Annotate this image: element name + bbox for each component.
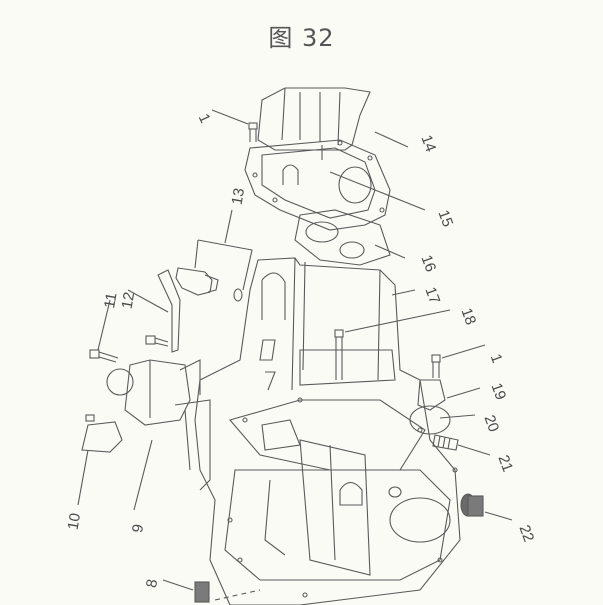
leader-15 (329, 171, 426, 211)
leader-14 (374, 131, 409, 148)
bolt-part (334, 309, 451, 380)
stud-part (432, 434, 491, 456)
top-cover-part (244, 87, 391, 231)
bracket-part (127, 269, 181, 353)
bolt-part (431, 344, 486, 378)
plug-part (460, 493, 513, 521)
mount-bracket-part (77, 359, 201, 511)
main-housing-part (174, 257, 461, 605)
sensor-part (175, 209, 253, 302)
figure-title: 图 32 (268, 24, 335, 52)
callout-label-12: 12 (118, 290, 139, 311)
bolt-part (211, 109, 258, 142)
plug-part (162, 579, 261, 603)
leader-16 (374, 244, 406, 259)
cover-plate-part (409, 379, 481, 435)
leader-17 (391, 289, 416, 296)
bolt-part (89, 299, 169, 363)
gasket-part (294, 209, 391, 266)
callout-label-13: 13 (228, 186, 249, 207)
callout-label-10: 10 (64, 511, 85, 532)
